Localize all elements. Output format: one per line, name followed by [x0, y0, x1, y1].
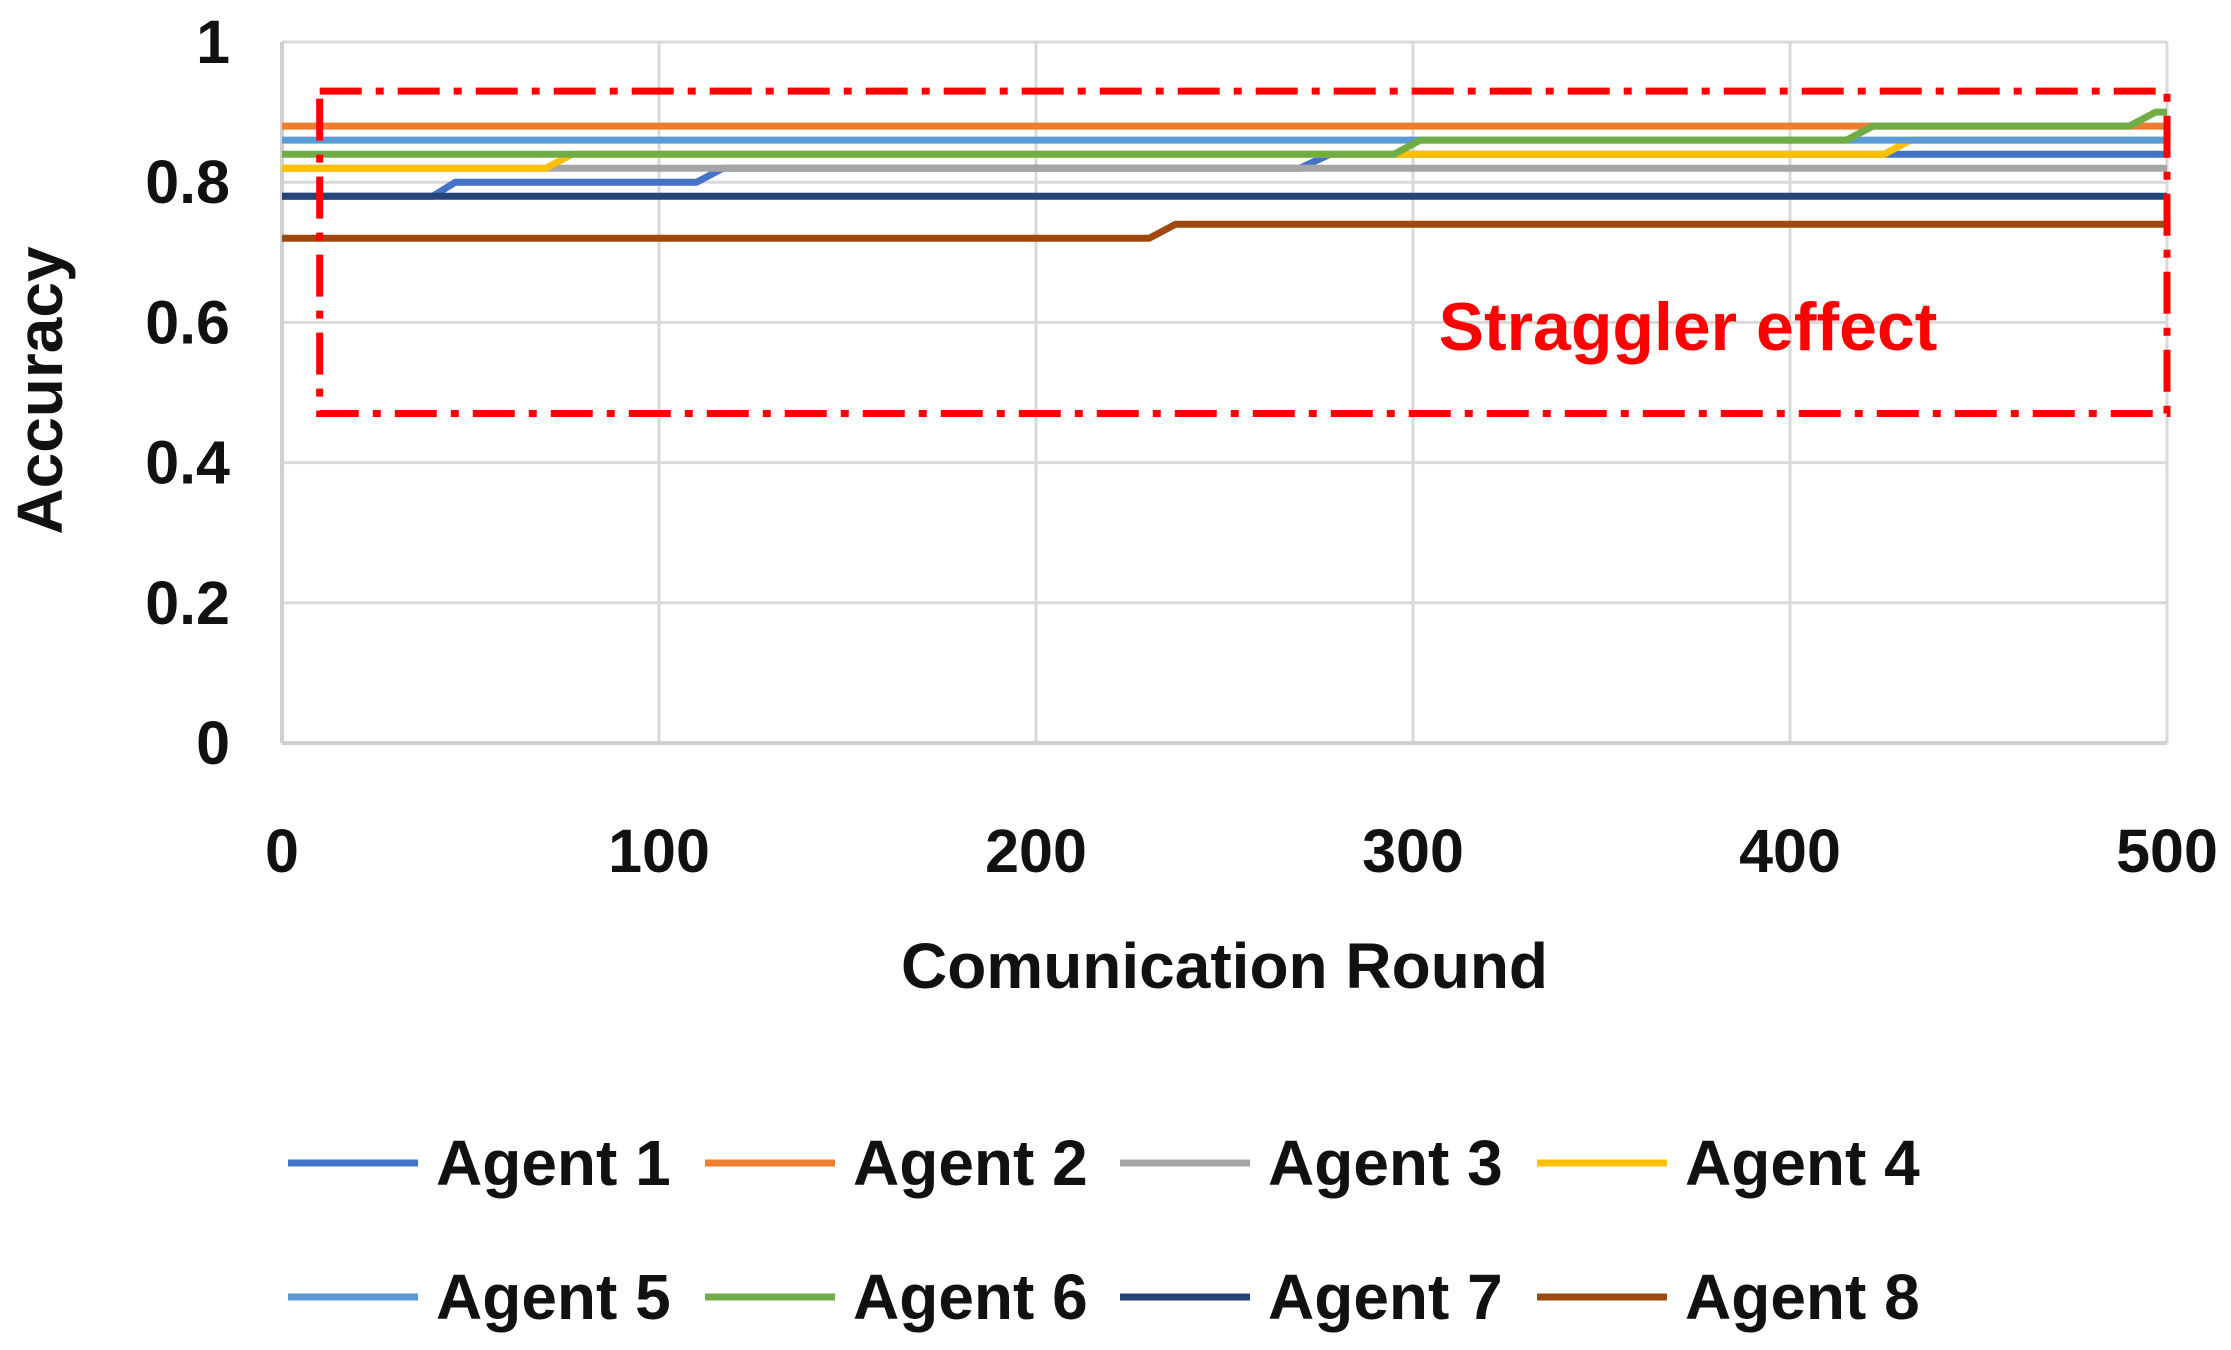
legend-label-agent-7: Agent 7 [1268, 1261, 1503, 1333]
y-tick-label: 0.2 [145, 569, 230, 637]
y-axis-title: Accuracy [4, 246, 76, 535]
y-tick-label: 1 [196, 8, 230, 76]
legend-label-agent-6: Agent 6 [853, 1261, 1088, 1333]
legend-label-agent-8: Agent 8 [1685, 1261, 1920, 1333]
straggler-effect-box [316, 87, 2171, 418]
x-tick-label: 300 [1362, 817, 1464, 885]
legend-label-agent-1: Agent 1 [436, 1127, 671, 1199]
x-axis-title: Comunication Round [901, 930, 1548, 1002]
y-tick-label: 0.8 [145, 148, 230, 216]
x-tick-label: 200 [985, 817, 1087, 885]
legend-label-agent-2: Agent 2 [853, 1127, 1088, 1199]
straggler-effect-label: Straggler effect [1439, 289, 1938, 365]
y-tick-label: 0 [196, 709, 230, 777]
x-tick-label: 500 [2116, 817, 2218, 885]
grid-lines [280, 40, 2169, 745]
x-tick-label: 100 [608, 817, 710, 885]
y-tick-label: 0.4 [145, 429, 230, 497]
series-lines [282, 108, 2167, 242]
x-tick-label: 400 [1739, 817, 1841, 885]
legend: Agent 1 Agent 2 Agent 3 Agent 4 Agent 5 Agent… [288, 1127, 1920, 1333]
series-line-agent-8 [282, 220, 2167, 242]
legend-label-agent-5: Agent 5 [436, 1261, 671, 1333]
axes [280, 42, 2167, 745]
tick-labels: 0 0.2 0.4 0.6 0.8 1 0 100 200 300 400 500 [145, 8, 2218, 885]
series-line-agent-6 [282, 108, 2167, 158]
legend-label-agent-4: Agent 4 [1685, 1127, 1920, 1199]
x-tick-label: 0 [265, 817, 299, 885]
y-tick-label: 0.6 [145, 288, 230, 356]
legend-label-agent-3: Agent 3 [1268, 1127, 1503, 1199]
annotation: Straggler effect [316, 87, 2171, 418]
